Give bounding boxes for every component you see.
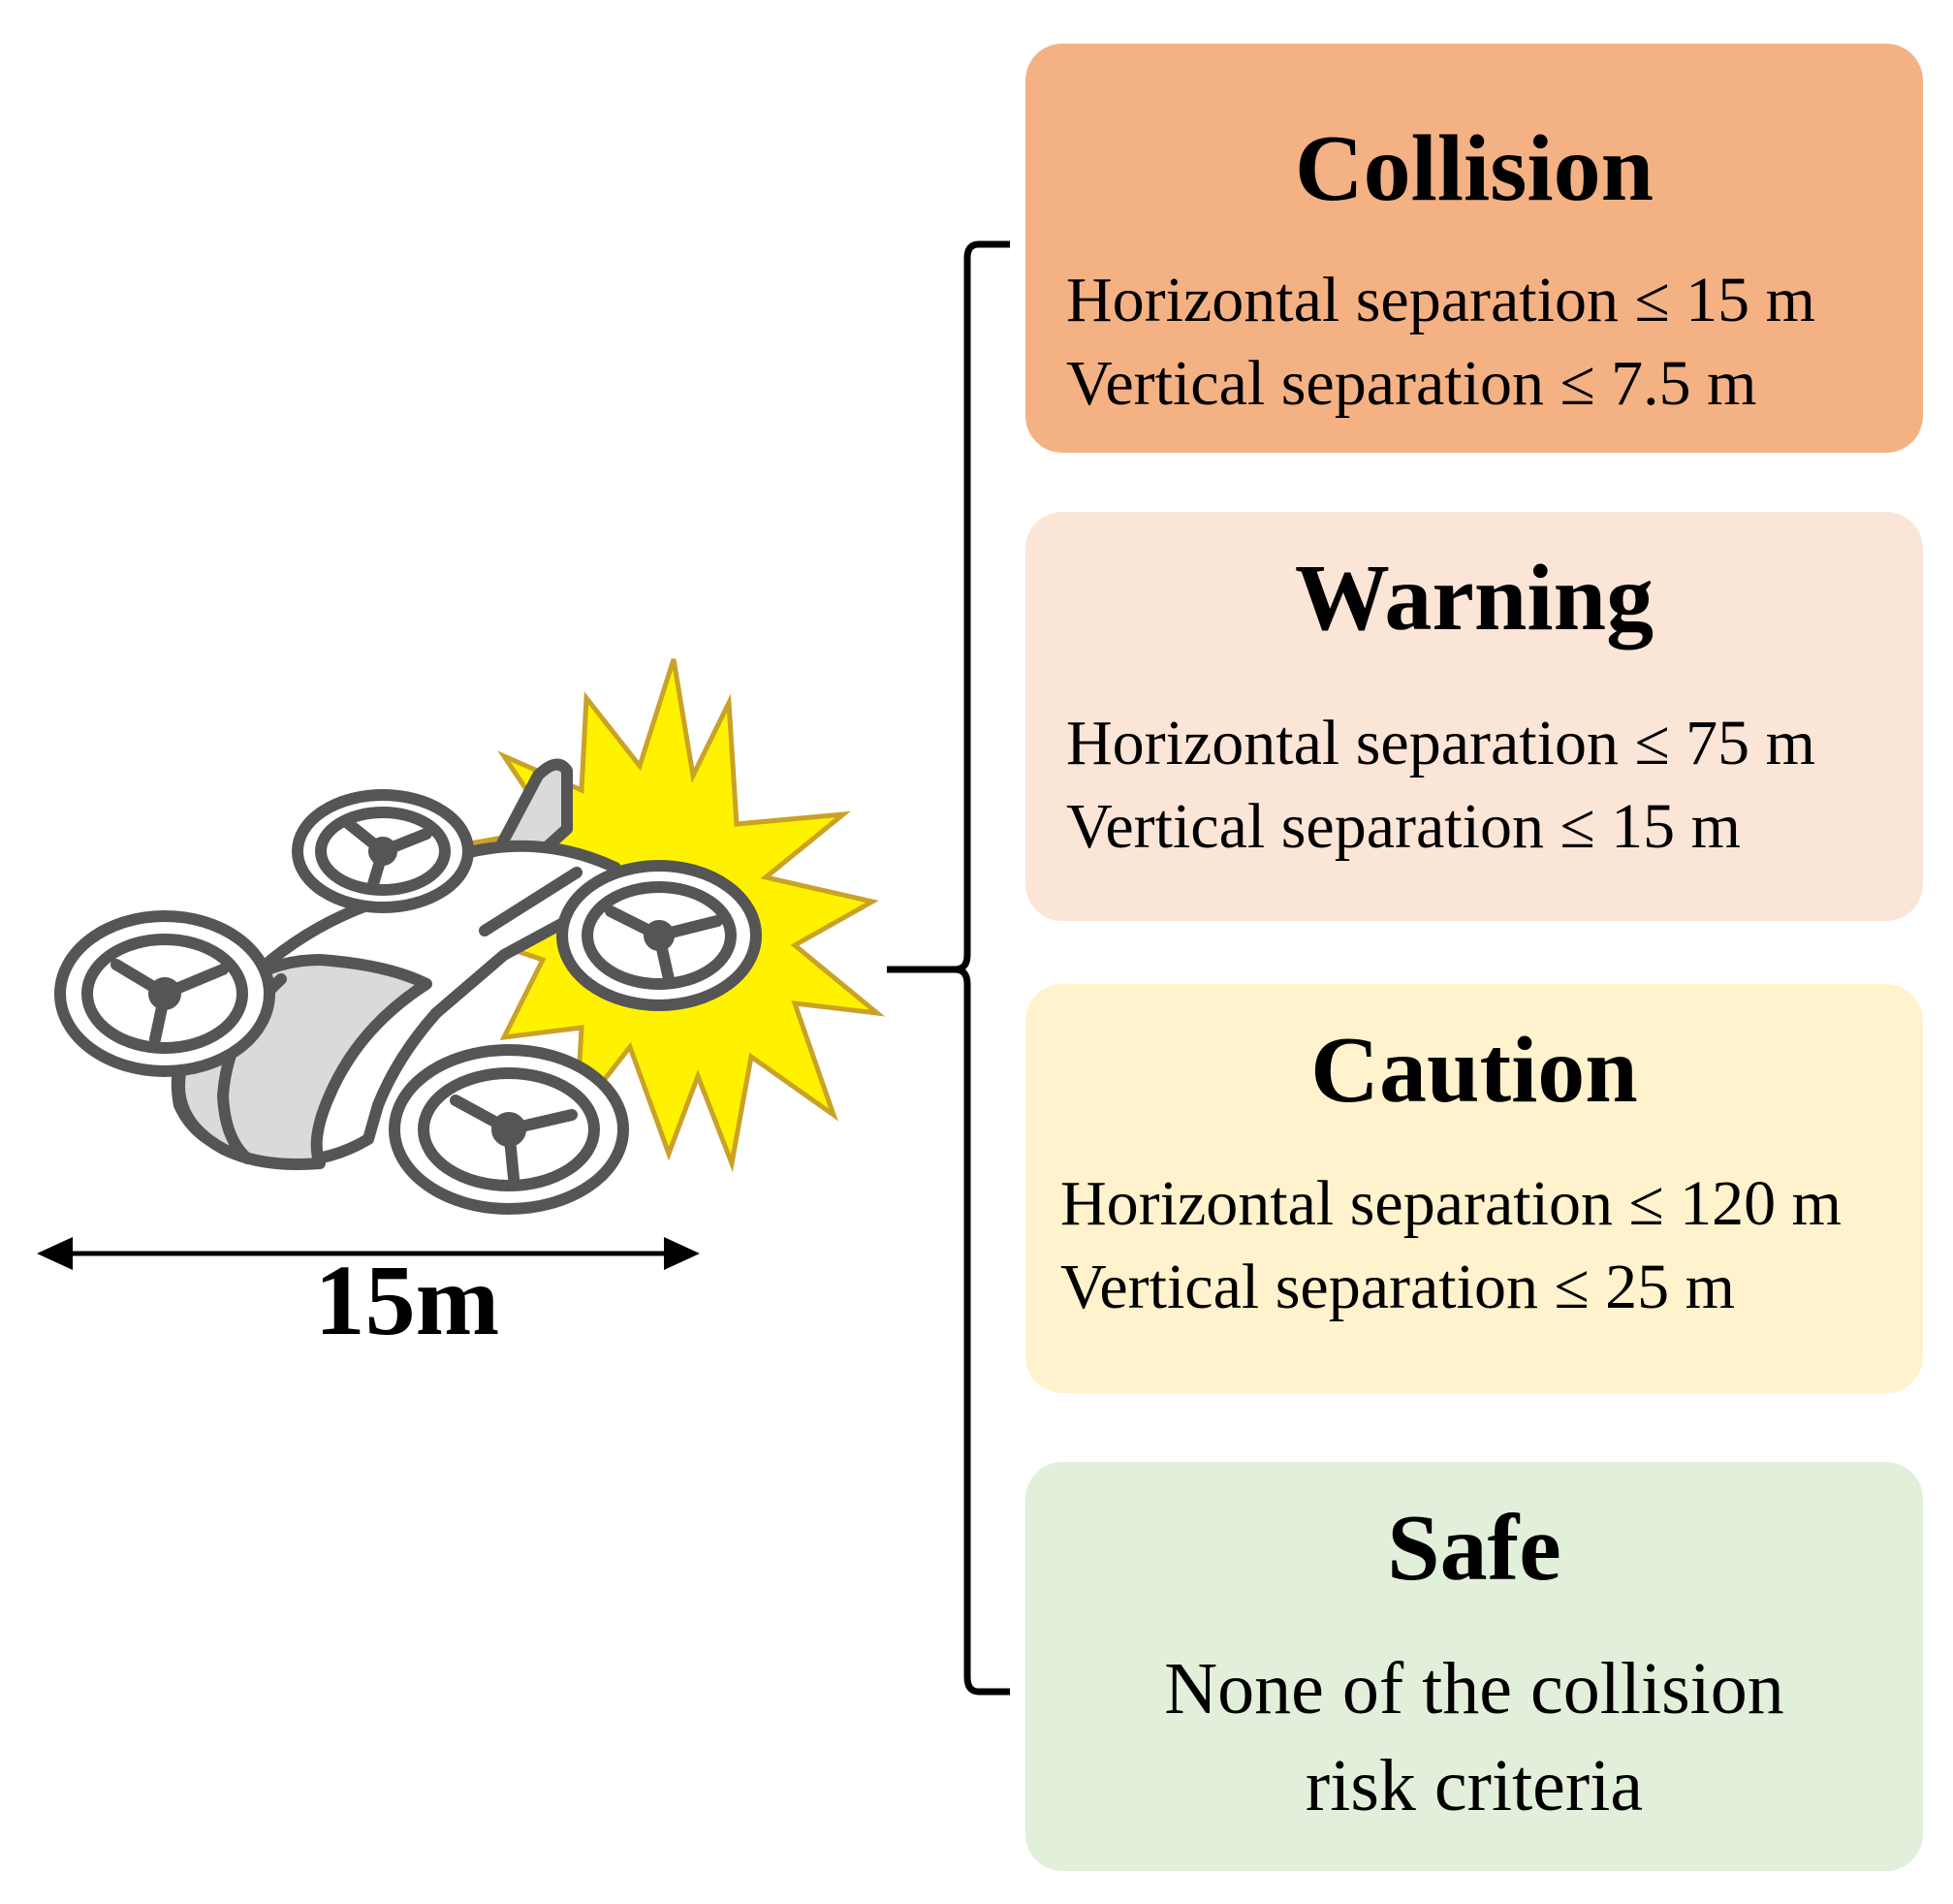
safe-criterion-line-2: risk criteria [1305, 1745, 1644, 1826]
warning-vertical-criterion: Vertical separation ≤ 15 m [1066, 791, 1741, 862]
caution-level-box: Caution Horizontal separation ≤ 120 m Ve… [1025, 984, 1923, 1393]
caution-title: Caution [1310, 1018, 1638, 1123]
evtol-drone-icon [54, 758, 762, 1215]
safe-criteria: None of the collision risk criteria [1025, 1640, 1923, 1834]
collision-level-box: Collision Horizontal separation ≤ 15 m V… [1025, 44, 1923, 453]
warning-horizontal-criterion: Horizontal separation ≤ 75 m [1066, 708, 1816, 778]
scale-label: 15m [314, 1245, 500, 1356]
safe-criterion-line-1: None of the collision [1164, 1648, 1784, 1729]
collision-criteria: Horizontal separation ≤ 15 m Vertical se… [1066, 259, 1815, 426]
caution-horizontal-criterion: Horizontal separation ≤ 120 m [1060, 1168, 1843, 1239]
warning-title: Warning [1294, 546, 1654, 651]
warning-criteria: Horizontal separation ≤ 75 m Vertical se… [1066, 702, 1815, 869]
risk-level-bracket [887, 240, 1010, 1696]
collision-vertical-criterion: Vertical separation ≤ 7.5 m [1066, 348, 1757, 419]
scale-arrow [37, 1237, 700, 1270]
caution-criteria: Horizontal separation ≤ 120 m Vertical s… [1060, 1162, 1842, 1329]
warning-level-box: Warning Horizontal separation ≤ 75 m Ver… [1025, 512, 1923, 921]
collision-horizontal-criterion: Horizontal separation ≤ 15 m [1066, 265, 1816, 335]
collision-title: Collision [1294, 116, 1654, 221]
safe-title: Safe [1387, 1496, 1561, 1601]
caution-vertical-criterion: Vertical separation ≤ 25 m [1060, 1252, 1735, 1322]
safe-level-box: Safe None of the collision risk criteria [1025, 1462, 1923, 1871]
